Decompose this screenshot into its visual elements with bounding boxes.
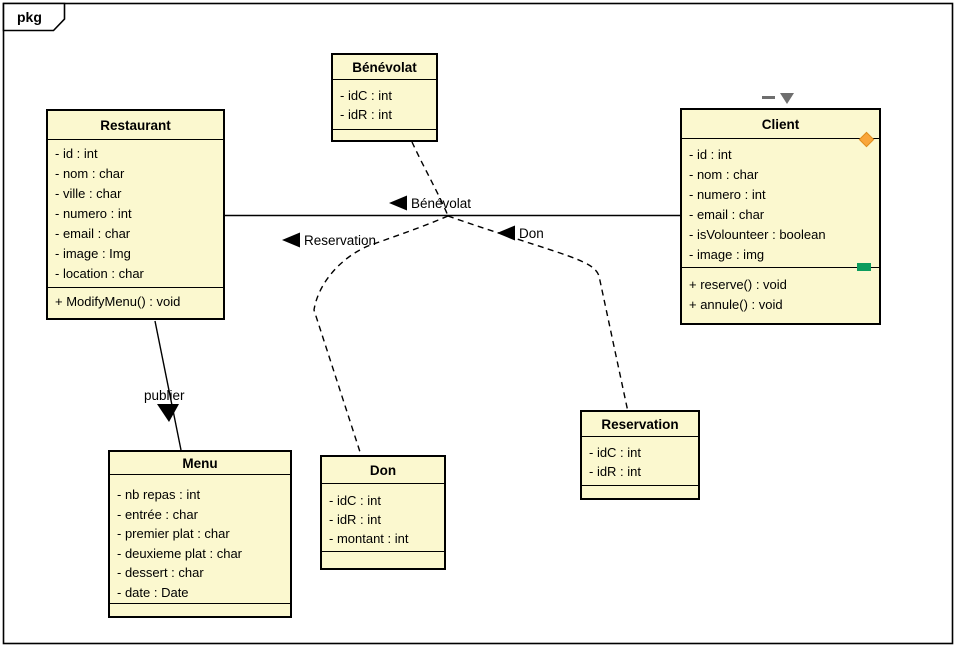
class-box-reservation[interactable]: Reservation - idC : int - idR : int: [580, 410, 700, 500]
edge-reservation-link[interactable]: [447, 215, 629, 413]
method-badge-icon: [857, 263, 871, 271]
class-box-menu[interactable]: Menu - nb repas : int - entrée : char - …: [108, 450, 292, 618]
operations-compartment: + ModifyMenu() : void: [48, 287, 223, 318]
attribute-row: - nom : char: [55, 166, 125, 181]
attribute-row: - id : int: [689, 147, 732, 162]
edge-restaurant-menu[interactable]: [154, 320, 182, 451]
operation-row: + reserve() : void: [689, 277, 787, 292]
package-frame-border: [2, 2, 954, 645]
attribute-row: - montant : int: [329, 531, 409, 546]
attribute-row: - idC : int: [329, 493, 382, 508]
attribute-row: - idC : int: [340, 88, 393, 103]
class-box-don[interactable]: Don - idC : int - idR : int - montant : …: [320, 455, 446, 570]
attribute-row: - id : int: [55, 146, 98, 161]
edge-label-publier[interactable]: publier: [144, 388, 185, 403]
class-title: Menu: [182, 455, 218, 471]
class-title: Bénévolat: [352, 59, 417, 75]
attributes-compartment: - idC : int - idR : int: [333, 79, 436, 129]
attribute-row: - idR : int: [329, 512, 382, 527]
collapse-arrow-icon[interactable]: [780, 93, 794, 104]
attribute-row: - email : char: [55, 226, 131, 241]
attributes-compartment: - nb repas : int - entrée : char - premi…: [110, 474, 290, 603]
attribute-row: - idC : int: [589, 445, 642, 460]
class-box-benevolat[interactable]: Bénévolat - idC : int - idR : int: [331, 53, 438, 142]
attribute-row: - isVolounteer : boolean: [689, 227, 826, 242]
attribute-row: - date : Date: [117, 584, 189, 600]
don-direction-arrow-icon: [497, 225, 515, 241]
edge-label-don[interactable]: Don: [519, 226, 544, 241]
publier-direction-arrow-icon: [157, 404, 179, 422]
attribute-row: - email : char: [689, 207, 765, 222]
edge-label-reservation[interactable]: Reservation: [304, 233, 377, 248]
operation-row: + annule() : void: [689, 297, 783, 312]
class-title: Restaurant: [100, 117, 171, 133]
attribute-row: - location : char: [55, 266, 144, 281]
operations-compartment: + reserve() : void + annule() : void: [682, 267, 879, 323]
attribute-row: - idR : int: [589, 464, 642, 479]
package-tab-label: pkg: [17, 9, 42, 25]
attribute-row: - numero : int: [689, 187, 766, 202]
attribute-row: - nb repas : int: [117, 487, 201, 502]
operations-compartment-empty: [582, 485, 698, 496]
edge-benevolat-link[interactable]: [411, 141, 449, 217]
attribute-row: - premier plat : char: [117, 526, 230, 541]
attributes-compartment: - id : int - nom : char - numero : int -…: [682, 138, 879, 267]
class-box-client[interactable]: Client - id : int - nom : char - numero …: [680, 108, 881, 325]
operation-row: + ModifyMenu() : void: [55, 294, 181, 309]
attributes-compartment: - idC : int - idR : int - montant : int: [322, 483, 444, 551]
benevolat-direction-arrow-icon: [389, 195, 407, 211]
minimize-icon[interactable]: [762, 96, 775, 99]
attribute-row: - ville : char: [55, 186, 122, 201]
class-box-restaurant[interactable]: Restaurant - id : int - nom : char - vil…: [46, 109, 225, 320]
attributes-compartment: - idC : int - idR : int: [582, 436, 698, 485]
class-title: Reservation: [601, 416, 679, 432]
attribute-row: - deuxieme plat : char: [117, 545, 243, 561]
operations-compartment-empty: [333, 129, 436, 140]
operations-compartment-empty: [322, 551, 444, 566]
attribute-row: - image : Img: [55, 246, 131, 261]
edge-label-benevolat[interactable]: Bénévolat: [411, 196, 472, 211]
attributes-compartment: - id : int - nom : char - ville : char -…: [48, 139, 223, 287]
attribute-row: - idR : int: [340, 107, 393, 122]
class-title: Client: [761, 116, 800, 132]
attribute-row: - nom : char: [689, 167, 759, 182]
operations-compartment-empty: [110, 603, 290, 616]
edge-don-link[interactable]: [313, 215, 449, 456]
attribute-row: - image : img: [689, 247, 765, 262]
reservation-direction-arrow-icon: [282, 232, 300, 248]
class-title: Don: [369, 462, 397, 478]
attribute-row: - numero : int: [55, 206, 132, 221]
attribute-row: - entrée : char: [117, 506, 198, 522]
package-tab[interactable]: [2, 2, 66, 32]
attribute-row: - dessert : char: [117, 565, 204, 580]
